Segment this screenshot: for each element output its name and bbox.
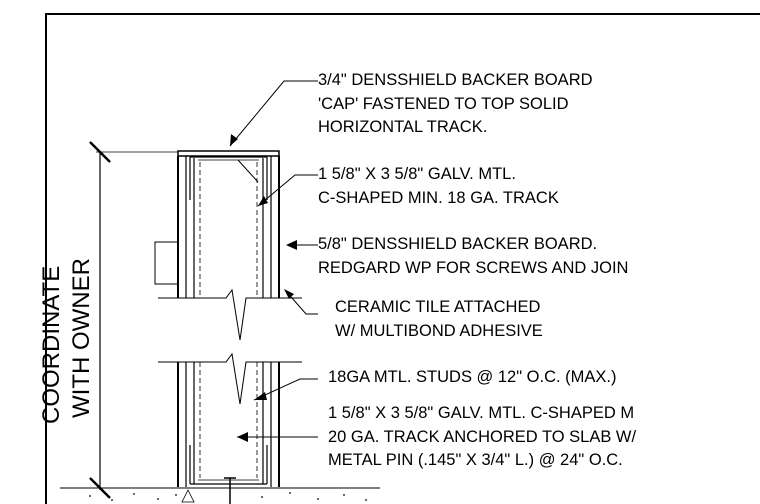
break-line-top: [158, 288, 302, 341]
leader-arrowheads: [230, 134, 297, 442]
wall-assembly: [60, 150, 380, 504]
slab-stipple: [89, 489, 367, 503]
note-top-track: 1 5/8" X 3 5/8" GALV. MTL. C-SHAPED MIN.…: [318, 165, 559, 207]
height-dimension-line: [89, 141, 178, 499]
note-ceramic-tile: CERAMIC TILE ATTACHED W/ MULTIBOND ADHES…: [335, 298, 543, 340]
densshield-cap: [177, 150, 280, 157]
sheet-border: [45, 13, 760, 504]
tile-bracket: [154, 241, 178, 285]
coordinate-note-line1: COORDINATE: [38, 265, 65, 424]
note-backer-board: 5/8" DENSSHIELD BACKER BOARD. REDGARD WP…: [318, 235, 629, 277]
note-cap-board: 3/4" DENSSHIELD BACKER BOARD 'CAP' FASTE…: [318, 71, 593, 136]
note-studs: 18GA MTL. STUDS @ 12" O.C. (MAX.): [328, 368, 617, 386]
note-bottom-track: 1 5/8" X 3 5/8" GALV. MTL. C-SHAPED M 20…: [328, 404, 637, 469]
leader-lines: [229, 80, 318, 438]
break-line-bottom: [158, 352, 302, 405]
coordinate-note-line2: WITH OWNER: [68, 258, 95, 418]
